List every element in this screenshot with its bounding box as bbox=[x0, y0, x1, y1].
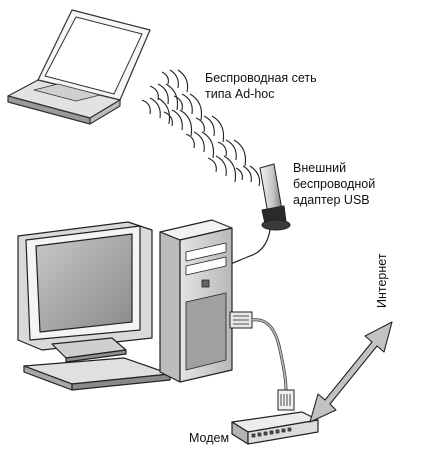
modem-icon bbox=[231, 411, 319, 445]
usb-adapter-label: Внешний беспроводной адаптер USB bbox=[293, 160, 375, 208]
pc-tower-icon bbox=[159, 219, 233, 383]
adhoc-label-line1: Беспроводная сеть bbox=[205, 71, 317, 85]
usb-label-line2: беспроводной bbox=[293, 177, 376, 191]
usb-adapter-icon bbox=[229, 163, 291, 265]
adhoc-label-line2: типа Ad-hoc bbox=[205, 87, 275, 101]
double-arrow-icon bbox=[309, 321, 393, 423]
monitor-icon bbox=[17, 221, 153, 363]
adhoc-network-label: Беспроводная сеть типа Ad-hoc bbox=[205, 70, 317, 102]
usb-label-line1: Внешний bbox=[293, 161, 347, 175]
rj-connector-icon bbox=[229, 311, 295, 411]
internet-label: Интернет bbox=[375, 253, 389, 308]
usb-label-line3: адаптер USB bbox=[293, 193, 370, 207]
wifi-waves-icon bbox=[141, 69, 261, 187]
keyboard-icon bbox=[23, 357, 171, 391]
laptop-icon bbox=[7, 9, 151, 125]
modem-label: Модем bbox=[189, 431, 230, 445]
